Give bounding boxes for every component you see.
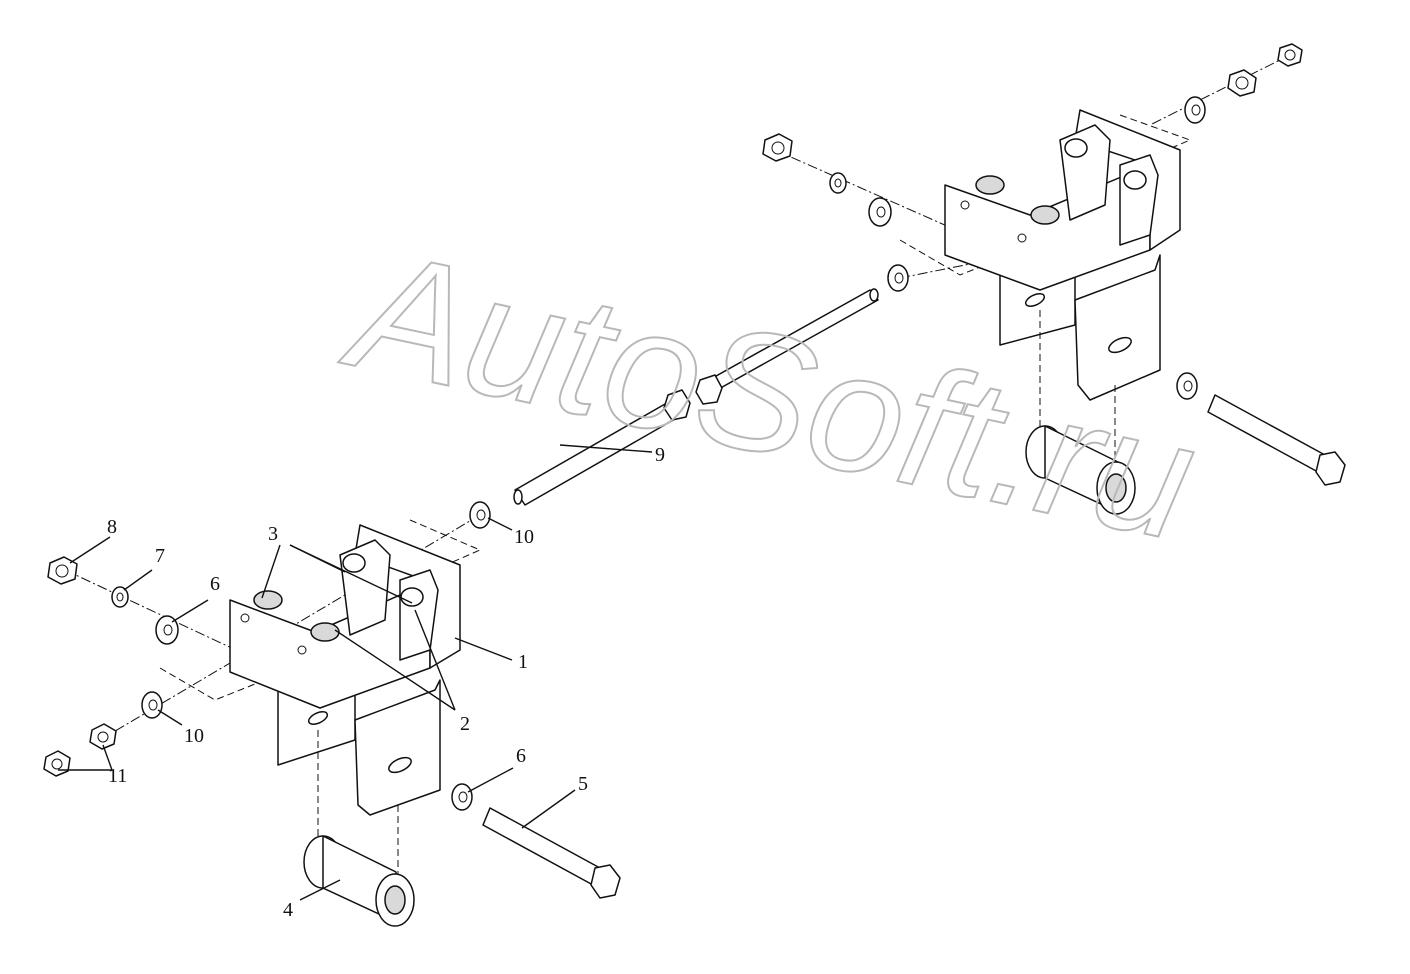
left-bracket-assembly — [43, 501, 621, 927]
left-bracket — [229, 524, 461, 816]
callout-7: 7 — [155, 545, 165, 567]
right-washer-left — [868, 197, 892, 227]
callout-9: 9 — [655, 444, 665, 466]
callout-4: 4 — [283, 899, 293, 921]
left-nut-11b — [43, 750, 71, 777]
right-bracket-assembly — [762, 43, 1346, 515]
callout-6b: 6 — [516, 745, 526, 767]
long-rod — [695, 288, 879, 405]
right-bushing — [1025, 425, 1136, 515]
right-nut-2 — [1227, 69, 1257, 97]
callout-6a: 6 — [210, 573, 220, 595]
left-washer-10-upper — [469, 501, 491, 529]
callout-5: 5 — [578, 773, 588, 795]
callout-10a: 10 — [514, 526, 534, 548]
right-bracket — [944, 109, 1181, 401]
callout-3: 3 — [268, 523, 278, 545]
left-nut-8 — [47, 556, 78, 585]
right-bolt — [1176, 372, 1346, 486]
left-bolt-5 — [451, 783, 621, 899]
right-nut-top — [1277, 43, 1303, 67]
right-washer-top — [1184, 96, 1206, 124]
left-lock-washer-7 — [111, 586, 129, 608]
left-nut-11a — [89, 723, 117, 750]
left-washer-10-lower — [141, 691, 163, 719]
callout-1: 1 — [518, 651, 528, 673]
callouts: 1 2 3 4 5 6 6 7 8 9 10 10 11 — [107, 444, 665, 921]
callout-2: 2 — [460, 713, 470, 735]
right-lock-washer — [829, 172, 847, 194]
callout-8: 8 — [107, 516, 117, 538]
callout-10b: 10 — [184, 725, 204, 747]
leader-lines — [58, 444, 653, 901]
callout-11: 11 — [108, 765, 127, 787]
right-nut-left — [762, 133, 793, 162]
bolt-9 — [513, 389, 691, 506]
left-washer-6 — [155, 615, 179, 645]
right-washer-lower — [887, 264, 909, 292]
